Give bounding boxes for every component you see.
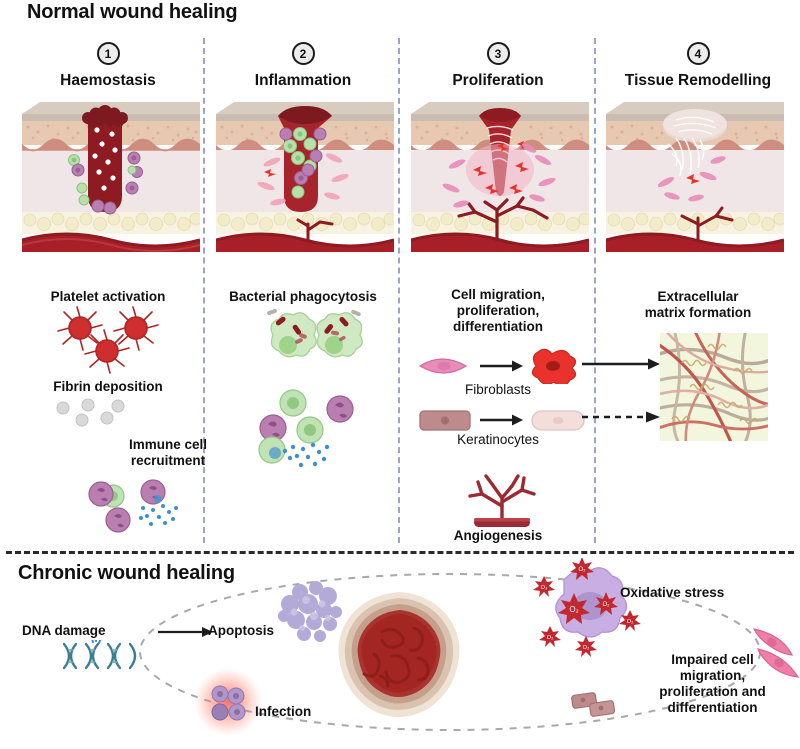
label-fibroblasts: Fibroblasts: [464, 382, 532, 397]
stage-header-2: 2 Inflammation: [213, 42, 393, 90]
label-immune-recruitment-line1: Immune cell: [128, 437, 208, 452]
label-impaired-line4: differentiation: [667, 699, 758, 715]
stage-header-4: 4 Tissue Remodelling: [602, 42, 794, 90]
label-oxidative-stress: Oxidative stress: [620, 585, 725, 600]
angiogenesis-icon: [462, 470, 542, 533]
label-ecm-line2: matrix formation: [644, 304, 752, 320]
skin-cross-section-proliferation: [411, 100, 589, 252]
svg-text:O₂: O₂: [603, 602, 611, 608]
svg-text:O₂: O₂: [583, 645, 589, 651]
label-keratinocytes: Keratinocytes: [457, 432, 539, 447]
svg-text:O₂: O₂: [569, 605, 578, 614]
platelet-cluster-icon: [50, 306, 165, 383]
immune-cells-cluster-2-icon: [245, 385, 380, 480]
skin-cross-section-haemostasis: [22, 100, 200, 252]
label-apoptosis: Apoptosis: [208, 623, 274, 638]
svg-text:O₂: O₂: [627, 619, 633, 625]
label-cell-migration-line1: Cell migration,: [451, 287, 545, 302]
stage-title-4: Tissue Remodelling: [624, 72, 772, 89]
chronic-section-title: Chronic wound healing: [18, 562, 235, 584]
label-impaired-line2: migration,: [679, 667, 746, 683]
column-divider-3: [594, 38, 596, 543]
label-impaired-line3: proliferation and: [659, 683, 766, 699]
column-divider-1: [203, 38, 205, 543]
stage-badge-1: 1: [96, 42, 120, 65]
section-divider: [6, 551, 794, 554]
arrow-dna-to-apoptosis: [158, 625, 216, 644]
column-divider-2: [398, 38, 400, 543]
infection-icon: [182, 668, 274, 745]
label-cell-migration-line3: differentiation: [453, 318, 543, 334]
label-angiogenesis: Angiogenesis: [453, 528, 543, 543]
fibroblast-transform-icon: [418, 348, 588, 389]
oxidative-stress-icon: O₂ O₂ O₂ O₂ O₂: [528, 557, 646, 671]
label-impaired-line1: Impaired cell: [671, 652, 754, 667]
fibrin-particles-icon: [55, 398, 165, 435]
label-immune-recruitment-line2: recruitment: [130, 452, 206, 468]
keratinocyte-transform-icon: [418, 405, 588, 440]
svg-text:O₂: O₂: [579, 567, 587, 573]
dna-helix-icon: [60, 633, 144, 677]
label-platelet-activation: Platelet activation: [50, 289, 166, 304]
normal-section-title: Normal wound healing: [27, 1, 238, 23]
label-dna-damage: DNA damage: [22, 623, 106, 638]
skin-cross-section-inflammation: [216, 100, 394, 252]
label-bacterial-phagocytosis: Bacterial phagocytosis: [229, 289, 377, 304]
label-cell-migration: Cell migration, proliferation, different…: [404, 287, 592, 335]
label-ecm-line1: Extracellular: [657, 289, 739, 304]
label-ecm: Extracellular matrix formation: [600, 289, 796, 321]
chronic-ulcer-illustration: [330, 588, 470, 728]
phagocytosis-icon: [255, 307, 365, 374]
label-impaired-cell-function: Impaired cell migration, proliferation a…: [630, 652, 795, 716]
stage-badge-2: 2: [291, 42, 315, 65]
apoptotic-bodies-icon: [270, 578, 356, 655]
arrow-keratinocyte-to-ecm: [582, 410, 664, 429]
ecm-matrix-illustration: [654, 327, 774, 447]
stage-badge-4: 4: [686, 42, 710, 65]
stage-title-1: Haemostasis: [60, 72, 156, 89]
label-fibrin-deposition: Fibrin deposition: [53, 379, 163, 394]
label-infection: Infection: [255, 704, 312, 719]
immune-cells-cluster-1-icon: [83, 470, 203, 543]
impaired-keratinocyte-icon: [570, 690, 622, 725]
label-immune-recruitment: Immune cell recruitment: [108, 437, 228, 469]
label-cell-migration-line2: proliferation,: [456, 302, 540, 318]
svg-text:O₂: O₂: [547, 635, 553, 641]
arrow-fibroblast-to-ecm: [582, 357, 664, 376]
impaired-fibroblast-icon: [748, 625, 800, 690]
stage-title-2: Inflammation: [254, 72, 352, 89]
stage-header-1: 1 Haemostasis: [18, 42, 198, 90]
skin-cross-section-tissue-remodelling: [606, 100, 784, 252]
stage-header-3: 3 Proliferation: [408, 42, 588, 90]
stage-badge-3: 3: [486, 42, 510, 65]
stage-title-3: Proliferation: [452, 72, 544, 89]
svg-text:O₂: O₂: [541, 585, 547, 591]
